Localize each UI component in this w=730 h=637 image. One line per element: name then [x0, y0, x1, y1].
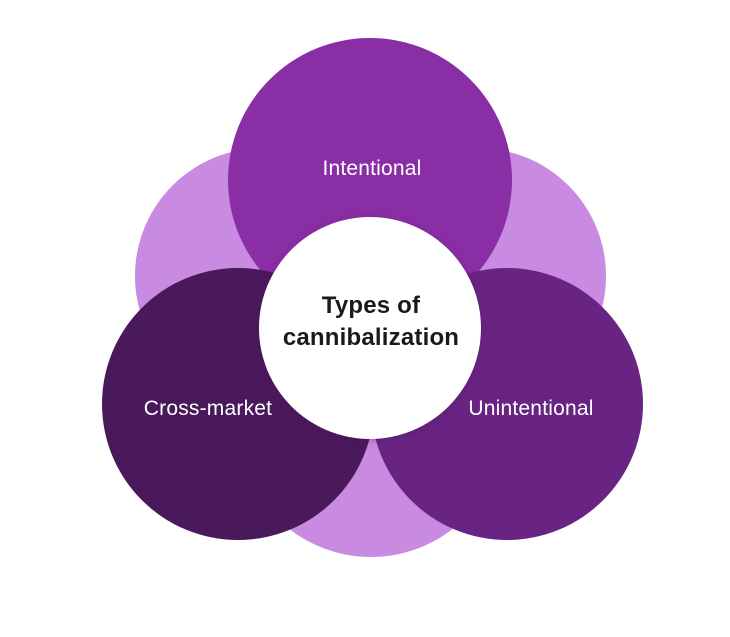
cross-market-label: Cross-market	[144, 397, 272, 420]
diagram-title: Types of cannibalization	[283, 292, 459, 351]
unintentional-label: Unintentional	[468, 397, 593, 420]
intentional-label: Intentional	[322, 157, 421, 180]
diagram-title-line-1: Types of	[322, 292, 421, 319]
center-circle	[259, 217, 481, 439]
diagram-title-line-2: cannibalization	[283, 324, 459, 351]
